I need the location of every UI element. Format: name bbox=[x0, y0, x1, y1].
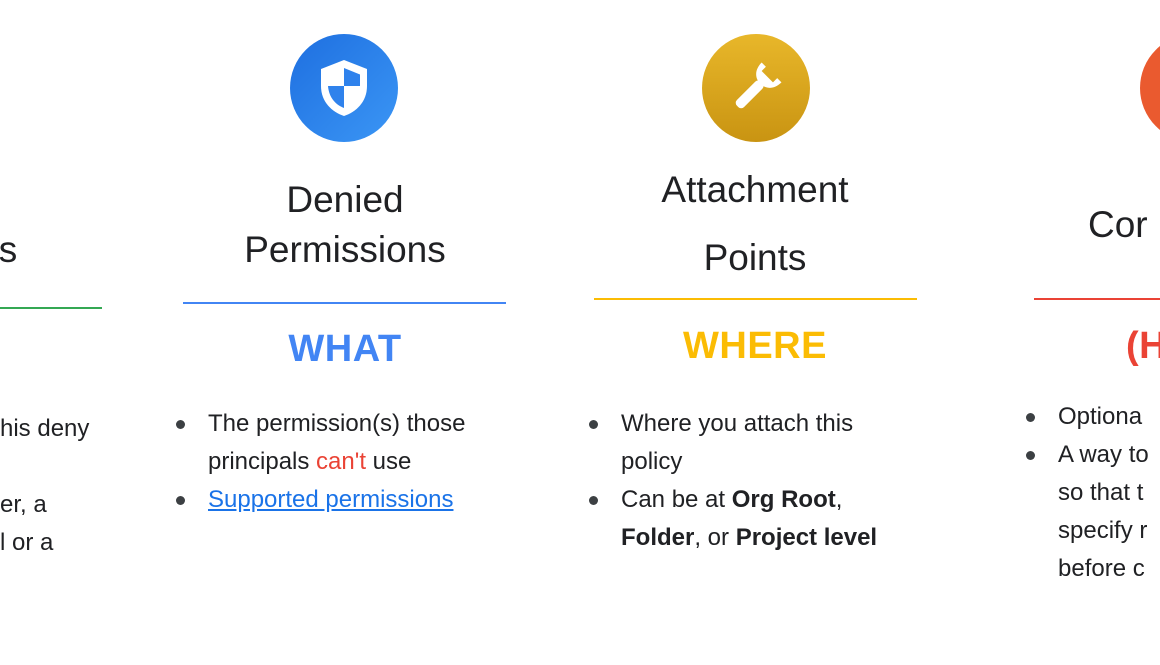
yellow-divider bbox=[594, 298, 917, 300]
column-title-line-2: Permissions bbox=[244, 229, 446, 270]
project-level-bold: Project level bbox=[735, 524, 878, 551]
bullet-item: Optiona bbox=[1022, 398, 1149, 436]
bullet-item: Supported permissions bbox=[172, 481, 465, 519]
column-title-line-1: d bbox=[0, 175, 20, 225]
column-title-line-2: als bbox=[0, 229, 18, 270]
bullet-text: Can be at bbox=[621, 486, 732, 513]
red-divider bbox=[1034, 298, 1160, 300]
folder-bold: Folder bbox=[621, 524, 695, 551]
bullet-text: The permission(s) those bbox=[208, 410, 466, 437]
wrench-icon-badge bbox=[702, 34, 810, 142]
conditions-icon-badge bbox=[1140, 34, 1160, 142]
column-denied-permissions: Denied Permissions WHAT The permission(s… bbox=[160, 0, 530, 665]
body-text: his deny er, a l or a bbox=[0, 410, 89, 562]
shield-icon-badge bbox=[290, 34, 398, 142]
bullet-text: principals bbox=[208, 448, 317, 475]
where-label: WHERE bbox=[683, 325, 827, 367]
wrench-icon bbox=[735, 62, 782, 109]
column-title: Cor bbox=[1088, 204, 1148, 245]
bullet-list: Where you attach this policy Can be at O… bbox=[585, 405, 877, 557]
column-principals: d als his deny er, a l or a bbox=[0, 0, 120, 665]
bullet-item: Can be at Org Root, Folder, or Project l… bbox=[585, 481, 877, 557]
blue-divider bbox=[183, 302, 506, 304]
supported-permissions-link[interactable]: Supported permissions bbox=[208, 486, 454, 513]
bullet-text: , bbox=[835, 486, 843, 513]
bullet-text: before c bbox=[1058, 555, 1145, 582]
bullet-text: specify r bbox=[1058, 517, 1148, 544]
cant-highlight: can't bbox=[316, 448, 366, 475]
how-label: (H bbox=[1126, 325, 1160, 367]
bullet-text: use bbox=[366, 448, 412, 475]
bullet-list: Optiona A way to so that t specify r bef… bbox=[1022, 398, 1149, 588]
bullet-text: A way to bbox=[1058, 441, 1149, 468]
body-line bbox=[0, 448, 89, 486]
column-conditions: Cor (H Optiona A way to so that t specif… bbox=[1010, 0, 1160, 665]
shield-icon bbox=[321, 60, 367, 116]
bullet-text: policy bbox=[621, 448, 683, 475]
bullet-text: Where you attach this bbox=[621, 410, 854, 437]
body-line: his deny bbox=[0, 415, 90, 442]
bullet-item: Where you attach this policy bbox=[585, 405, 877, 481]
bullet-item: A way to so that t specify r before c bbox=[1022, 436, 1149, 588]
bullet-text: so that t bbox=[1058, 479, 1144, 506]
green-divider bbox=[0, 307, 102, 309]
bullet-item: The permission(s) those principals can't… bbox=[172, 405, 465, 481]
body-line: l or a bbox=[0, 529, 54, 556]
org-root-bold: Org Root bbox=[731, 486, 836, 513]
bullet-list: The permission(s) those principals can't… bbox=[172, 405, 465, 519]
column-title-line-2: Points bbox=[703, 237, 807, 278]
column-attachment-points: Attachment Points WHERE Where you attach… bbox=[575, 0, 935, 665]
column-title-line-1: Attachment bbox=[661, 169, 849, 210]
bullet-text: , or bbox=[694, 524, 736, 551]
body-line: er, a bbox=[0, 491, 47, 518]
bullet-text: Optiona bbox=[1058, 403, 1143, 430]
column-title-line-1: Denied bbox=[286, 179, 404, 220]
what-label: WHAT bbox=[288, 328, 402, 370]
